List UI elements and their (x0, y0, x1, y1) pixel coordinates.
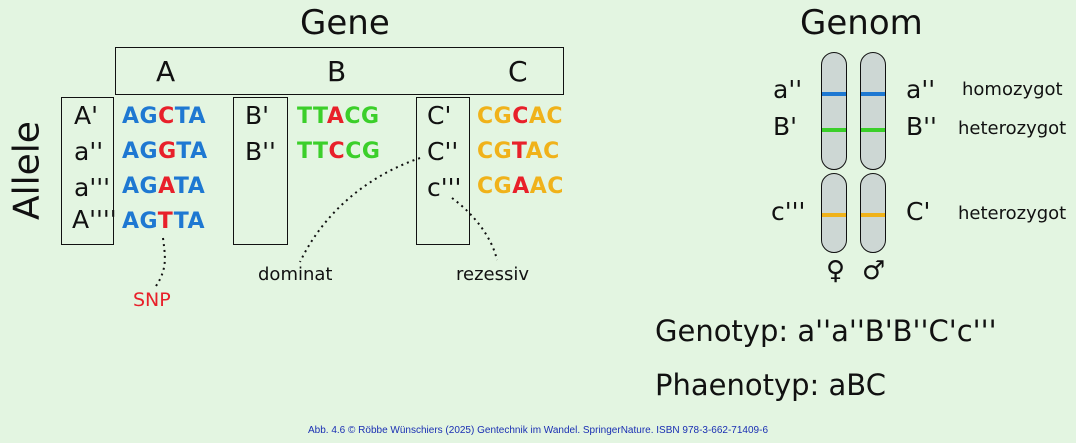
sequence-a-1: AGCTA (122, 104, 207, 129)
sequence-a-3: AGATA (122, 174, 206, 199)
allele-box-a (61, 97, 114, 245)
allele-c-1: C' (427, 101, 452, 130)
chromosome-2-upper (860, 52, 886, 170)
allele-b-1: B' (245, 101, 270, 130)
sequence-a-2: AGGTA (122, 139, 208, 164)
allele-a-3: a''' (74, 173, 110, 202)
allele-c-2: C'' (427, 137, 459, 166)
allele-a-2: a'' (74, 137, 104, 166)
band-a-left (822, 92, 846, 96)
genome-title: Genom (800, 3, 923, 43)
sequence-c-2: CGTAC (477, 139, 560, 164)
band-c-left (822, 213, 846, 217)
zygosity-status-1: homozygot (962, 79, 1063, 100)
genome-right-allele-3: C' (906, 197, 931, 226)
zygosity-status-3: heterozygot (958, 203, 1067, 224)
gene-header-box (115, 47, 564, 95)
dominant-pointer-line (299, 157, 421, 263)
figure-caption: Abb. 4.6 © Röbbe Wünschiers (2025) Gente… (307, 425, 768, 436)
recessive-pointer-line (451, 197, 498, 261)
allele-box-c (416, 97, 470, 245)
allele-c-3: c''' (427, 173, 462, 202)
gene-label-b: B (327, 55, 347, 88)
sequence-c-1: CGCAC (477, 104, 564, 129)
genome-left-allele-3: c''' (771, 197, 806, 226)
genotype-text: Genotyp: a''a''B'B''C'c''' (655, 314, 997, 348)
female-symbol-icon: ♀ (826, 256, 846, 286)
gene-label-c: C (508, 55, 528, 88)
chromosome-1-upper (821, 52, 847, 170)
allele-b-2: B'' (245, 137, 276, 166)
band-a-right (861, 92, 885, 96)
recessive-label: rezessiv (456, 264, 530, 285)
gene-title: Gene (300, 3, 390, 43)
sequence-b-1: TTACG (297, 104, 380, 129)
male-symbol-icon: ♂ (862, 256, 886, 286)
genome-left-allele-2: B' (773, 112, 798, 141)
zygosity-status-2: heterozygot (958, 118, 1067, 139)
allele-a-4: A'''' (72, 205, 117, 234)
band-c-right (861, 213, 885, 217)
chromosome-2-lower (860, 173, 886, 253)
dominant-label: dominat (258, 264, 333, 285)
gene-label-a: A (156, 55, 176, 88)
allele-box-b (233, 97, 288, 245)
snp-pointer-line (155, 237, 166, 287)
allele-a-1: A' (74, 101, 98, 130)
sequence-c-3: CGAAC (477, 174, 564, 199)
genome-right-allele-1: a'' (906, 75, 936, 104)
band-b-left (822, 128, 846, 132)
snp-label: SNP (133, 289, 171, 311)
band-b-right (861, 128, 885, 132)
chromosome-1-lower (821, 173, 847, 253)
genome-right-allele-2: B'' (906, 112, 937, 141)
sequence-a-4: AGTTA (122, 209, 206, 234)
sequence-b-2: TTCCG (297, 139, 381, 164)
phenotype-text: Phaenotyp: aBC (655, 368, 886, 402)
genome-left-allele-1: a'' (773, 75, 803, 104)
